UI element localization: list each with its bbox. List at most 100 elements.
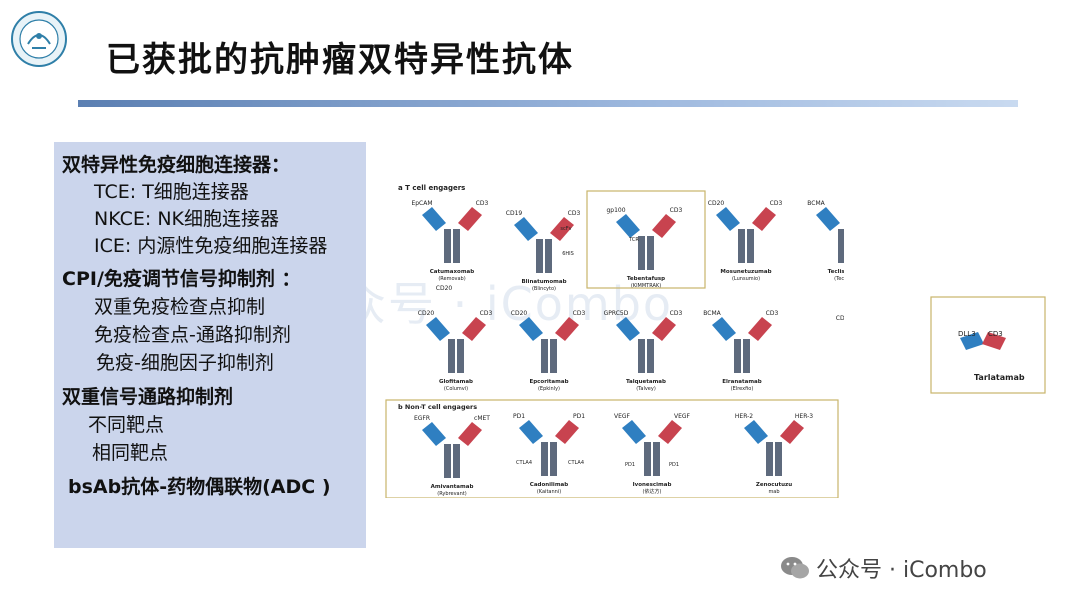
- section-b-box: [385, 399, 839, 498]
- antibody-name: Cadonilimab: [530, 482, 568, 488]
- antigen-label: CD3: [568, 210, 581, 217]
- antibody-brand: (Talvey): [636, 386, 656, 392]
- category-panel: 双特异性免疫细胞连接器： TCE: T细胞连接器 NKCE: NK细胞连接器 I…: [54, 142, 366, 548]
- antigen-label: DLL3: [958, 330, 976, 338]
- antigen-label: VEGF: [614, 413, 631, 420]
- antigen-label: EGFR: [414, 415, 430, 422]
- antibody-name: Ivonescimab: [633, 482, 672, 488]
- antigen-arm-left: [422, 207, 446, 231]
- antigen-label: CD3: [670, 310, 683, 317]
- antigen-label: BCMA: [807, 200, 825, 207]
- section-label-a: a T cell engagers: [398, 184, 465, 192]
- antigen-arm-right: [752, 207, 776, 231]
- heavy-chain: [734, 339, 741, 373]
- antigen-label: gp100: [606, 207, 625, 214]
- heavy-chain: [838, 229, 844, 263]
- heavy-chain: [541, 339, 548, 373]
- heavy-chain: [444, 444, 451, 478]
- heavy-chain: [644, 442, 651, 476]
- antigen-label: CTLA4: [568, 460, 584, 466]
- antibody-name: Catumaxomab: [430, 269, 475, 275]
- antigen-arm-left: [712, 317, 736, 341]
- domain-label: TCR: [628, 237, 639, 243]
- footer-watermark: 公众号 · iCombo: [816, 552, 987, 584]
- antibody-brand: (Tecvayli): [834, 276, 844, 282]
- antigen-arm-left: [514, 217, 538, 241]
- antigen-label: VEGF: [674, 413, 691, 420]
- antibody-brand: mab: [768, 489, 779, 495]
- antibody-odronextamab: CD20CD3Odronextamab: [836, 315, 844, 322]
- antibody-brand: (Epkinly): [538, 386, 560, 392]
- antibody-brand: (Kaitanni): [537, 489, 561, 495]
- antigen-label: CTLA4: [516, 460, 532, 466]
- antibody-brand: (Lunsumio): [732, 276, 760, 282]
- antibody-name: Talquetamab: [626, 379, 666, 385]
- wechat-icon: [781, 557, 809, 579]
- heavy-chain: [647, 339, 654, 373]
- antigen-arm-right: [658, 420, 682, 444]
- antigen-label: cMET: [474, 415, 490, 422]
- heavy-chain: [448, 339, 455, 373]
- institution-logo: [11, 11, 67, 67]
- domain-label: 6HIS: [562, 251, 574, 257]
- category-item: NKCE: NK细胞连接器: [94, 208, 280, 230]
- antigen-arm-left: [616, 317, 640, 341]
- heavy-chain: [747, 229, 754, 263]
- antigen-label: PD1: [513, 413, 525, 420]
- antibody-name: Tarlatamab: [974, 373, 1025, 382]
- heavy-chain: [444, 229, 451, 263]
- antibody-name: Mosunetuzumab: [720, 269, 771, 275]
- antigen-label: CD20: [836, 315, 844, 322]
- antigen-label: CD3: [476, 200, 489, 207]
- heavy-chain: [738, 229, 745, 263]
- antigen-label: CD3: [573, 310, 586, 317]
- antibody-brand: (Columvi): [444, 386, 468, 392]
- antigen-label: PD1: [573, 413, 585, 420]
- antigen-arm-left: [519, 420, 543, 444]
- heavy-chain: [743, 339, 750, 373]
- antibody-name: Elranatamab: [722, 379, 761, 385]
- heavy-chain: [653, 442, 660, 476]
- antibody-name: Epcoritamab: [529, 379, 568, 385]
- antigen-label: BCMA: [703, 310, 721, 317]
- antigen-arm-left: [616, 214, 640, 238]
- antigen-label: EpCAM: [411, 200, 432, 207]
- heavy-chain: [550, 339, 557, 373]
- category-heading: 双重信号通路抑制剂: [62, 386, 234, 408]
- heavy-chain: [453, 229, 460, 263]
- antigen-arm-right: [748, 317, 772, 341]
- antigen-label: CD3: [670, 207, 683, 214]
- antigen-label: HER-2: [735, 413, 753, 420]
- domain-label: scFv: [560, 226, 571, 232]
- category-heading: bsAb抗体-药物偶联物(ADC ): [68, 476, 331, 498]
- tarlatamab-panel: DLL3 CD3 Tarlatamab: [930, 296, 1046, 394]
- antigen-arm-left: [744, 420, 768, 444]
- antigen-label: CD3: [480, 310, 493, 317]
- antigen-arm-right: [550, 217, 574, 241]
- antibody-brand: (依达方): [643, 488, 662, 495]
- category-heading: 双特异性免疫细胞连接器：: [62, 154, 291, 176]
- antibody-name: Zenocutuzu: [756, 482, 792, 488]
- heavy-chain: [638, 236, 645, 270]
- category-item: 不同靶点: [88, 414, 165, 436]
- antigen-arm-left: [716, 207, 740, 231]
- category-heading: CPI/免疫调节信号抑制剂 ：: [62, 268, 301, 290]
- antigen-label: CD19: [506, 210, 523, 217]
- antigen-label: GPRC5D: [604, 310, 629, 317]
- antigen-label: CD3: [988, 330, 1003, 338]
- antigen-arm-right: [652, 317, 676, 341]
- antibody-teclistamab: BCMACD3Teclistamab(Tecvayli): [807, 200, 844, 282]
- antigen-label: HER-3: [795, 413, 813, 420]
- antigen-label: CD20: [436, 285, 453, 292]
- antigen-arm-left: [816, 207, 840, 231]
- heavy-chain: [647, 236, 654, 270]
- category-item: 免疫-细胞因子抑制剂: [96, 352, 274, 374]
